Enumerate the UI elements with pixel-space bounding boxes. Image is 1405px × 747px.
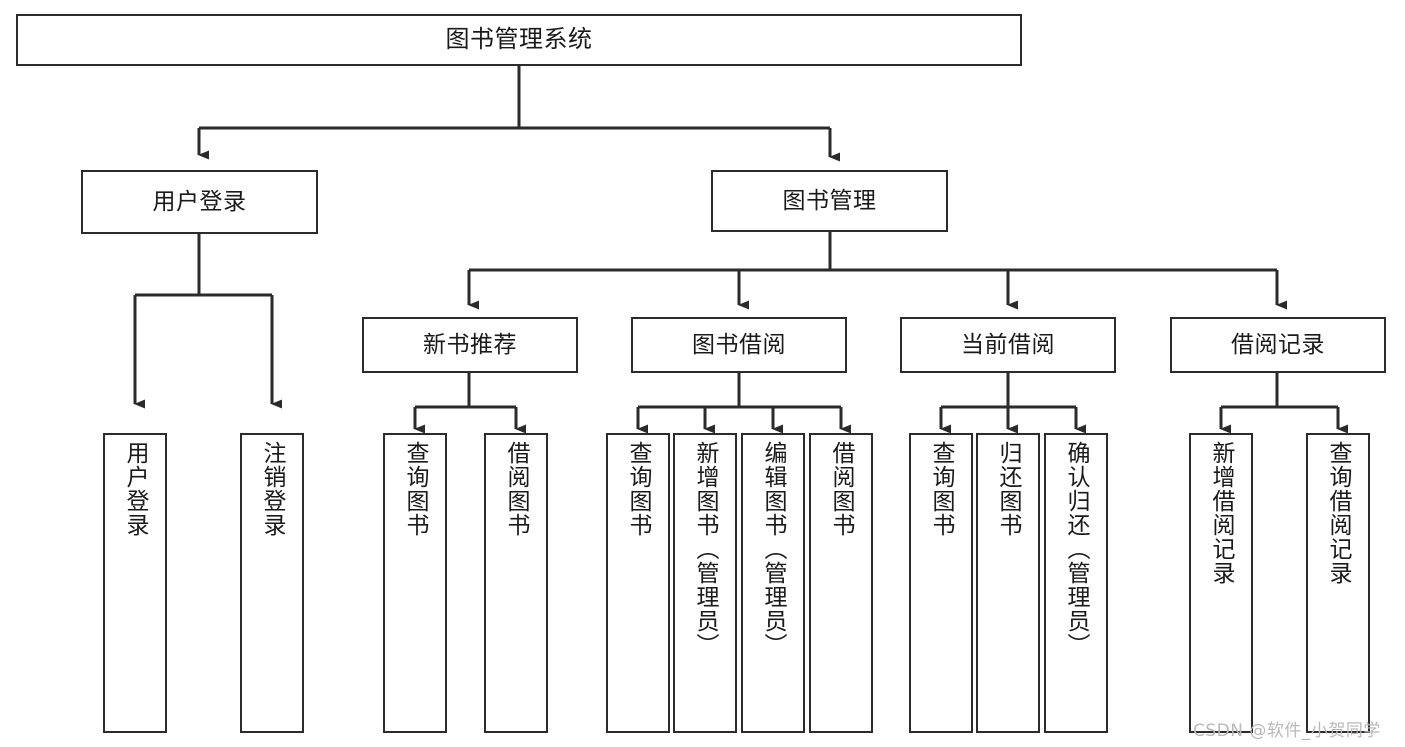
leaf-book-borrow-query-book[interactable]: 查询图书 <box>606 433 670 733</box>
node-current-borrow[interactable]: 当前借阅 <box>900 317 1116 373</box>
node-label: 图书管理 <box>782 187 877 214</box>
node-borrow-record[interactable]: 借阅记录 <box>1170 317 1386 373</box>
leaf-book-borrow-edit-book-admin[interactable]: 编辑图书（管理员） <box>741 433 805 733</box>
node-label: 用户登录 <box>122 441 149 537</box>
node-label: 确认归还（管理员） <box>1063 441 1090 657</box>
node-label: 查询借阅记录 <box>1325 441 1352 585</box>
leaf-new-book-query-book[interactable]: 查询图书 <box>383 433 447 733</box>
leaf-user-login-login[interactable]: 用户登录 <box>103 433 167 733</box>
node-user-login[interactable]: 用户登录 <box>81 170 318 234</box>
node-label: 编辑图书（管理员） <box>760 441 787 657</box>
leaf-book-borrow-add-book-admin[interactable]: 新增图书（管理员） <box>673 433 737 733</box>
node-book-management[interactable]: 图书管理 <box>711 170 948 232</box>
leaf-new-book-borrow-book[interactable]: 借阅图书 <box>484 433 548 733</box>
leaf-current-borrow-query-book[interactable]: 查询图书 <box>909 433 973 733</box>
node-label: 查询图书 <box>402 441 429 537</box>
node-label: 查询图书 <box>625 441 652 537</box>
leaf-user-login-logout[interactable]: 注销登录 <box>240 433 304 733</box>
node-label: 图书借阅 <box>692 331 786 358</box>
node-label: 注销登录 <box>259 441 286 537</box>
node-label: 当前借阅 <box>961 331 1055 358</box>
node-label: 归还图书 <box>995 441 1022 537</box>
leaf-current-borrow-return-book[interactable]: 归还图书 <box>976 433 1040 733</box>
leaf-borrow-record-add-record[interactable]: 新增借阅记录 <box>1189 433 1253 733</box>
node-label: 图书管理系统 <box>445 25 593 54</box>
node-book-borrow[interactable]: 图书借阅 <box>631 317 847 373</box>
node-label: 借阅图书 <box>503 441 530 537</box>
node-label: 新增图书（管理员） <box>692 441 719 657</box>
leaf-book-borrow-borrow-book[interactable]: 借阅图书 <box>809 433 873 733</box>
node-label: 查询图书 <box>928 441 955 537</box>
leaf-current-borrow-confirm-return-admin[interactable]: 确认归还（管理员） <box>1044 433 1108 733</box>
node-label: 借阅记录 <box>1231 331 1325 358</box>
node-label: 用户登录 <box>152 188 247 215</box>
node-label: 新增借阅记录 <box>1208 441 1235 585</box>
node-label: 新书推荐 <box>423 331 517 358</box>
node-root-book-management-system[interactable]: 图书管理系统 <box>16 14 1022 66</box>
node-new-book-recommend[interactable]: 新书推荐 <box>362 317 578 373</box>
leaf-borrow-record-query-record[interactable]: 查询借阅记录 <box>1306 433 1370 733</box>
node-label: 借阅图书 <box>828 441 855 537</box>
